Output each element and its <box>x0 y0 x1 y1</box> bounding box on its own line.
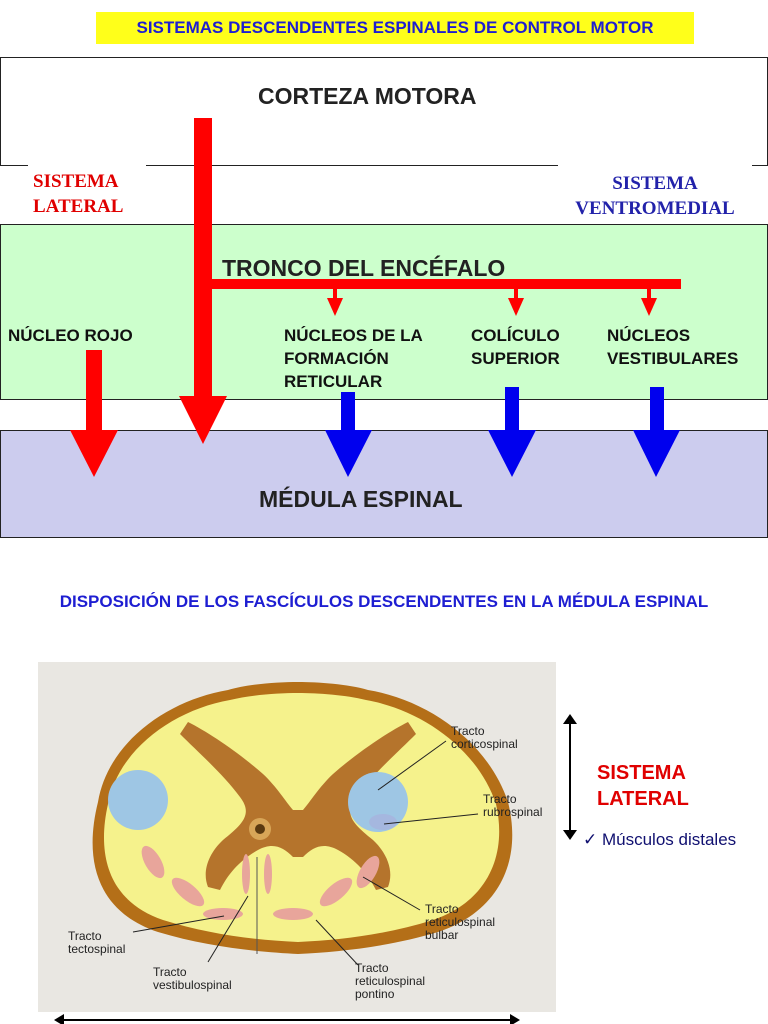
reticulospinal-pontino-area <box>273 908 313 920</box>
sistema-lateral-label: SISTEMA LATERAL <box>33 171 124 217</box>
formacion-reticular-label: NÚCLEOS DE LA FORMACIÓN RETICULAR <box>284 326 423 391</box>
medula-espinal-label: MÉDULA ESPINAL <box>259 486 463 512</box>
brainstem-branch-bar <box>211 279 681 289</box>
section-subtitle: DISPOSICIÓN DE LOS FASCÍCULOS DESCENDENT… <box>59 592 709 611</box>
tronco-encefalo-label: TRONCO DEL ENCÉFALO <box>222 255 506 281</box>
corteza-motora-box <box>0 57 768 166</box>
gray-matter <box>180 722 416 890</box>
lateral-range-arrow <box>563 714 577 840</box>
tectospinal-arrow <box>488 430 536 477</box>
spinal-cord-cross-section <box>92 682 513 966</box>
reticulospinal-arrow <box>325 430 372 477</box>
label-reticulospinal-pontino: Tracto reticulospinal pontino <box>355 961 426 1001</box>
label-rubrospinal: Tracto rubrospinal <box>483 792 543 819</box>
check-icon: ✓ <box>583 830 598 849</box>
branch-arrow-vestibular <box>641 298 657 316</box>
vestibulospinal-arrow <box>633 430 680 477</box>
cortex-main-arrowhead <box>179 396 227 444</box>
ventral-range-arrow <box>54 1014 520 1024</box>
corteza-motora-label: CORTEZA MOTORA <box>258 83 477 109</box>
cortex-main-shaft <box>194 118 212 408</box>
nucleos-vestibulares-label: NÚCLEOS VESTIBULARES <box>607 326 739 368</box>
label-tectospinal: Tracto tectospinal <box>68 929 126 956</box>
rubrospinal-arrow <box>70 430 118 477</box>
sistema-ventromedial-label: SISTEMA VENTROMEDIAL <box>575 173 735 219</box>
medula-espinal-box <box>0 430 768 538</box>
left-lateral-columns <box>108 770 168 830</box>
page-title: SISTEMAS DESCENDENTES ESPINALES DE CONTR… <box>96 12 694 44</box>
vestibulospinal-area <box>242 854 250 894</box>
branch-arrow-coliculo <box>508 298 524 316</box>
label-reticulospinal-bulbar: Tracto reticulospinal bulbar <box>425 902 496 942</box>
nucleo-rojo-label: NÚCLEO ROJO <box>8 326 133 345</box>
label-vestibulospinal: Tracto vestibulospinal <box>153 965 232 992</box>
musculos-distales-item: ✓ Músculos distales <box>583 830 737 849</box>
reticulospinal-bulbar-area <box>356 855 380 889</box>
rubrospinal-tract-area <box>369 814 397 830</box>
side-sistema-lateral-label: SISTEMA LATERAL <box>597 762 689 810</box>
label-corticospinal: Tracto corticospinal <box>451 724 518 751</box>
tronco-encefalo-box <box>0 224 768 400</box>
pathway-arrows <box>70 118 681 477</box>
branch-arrow-reticular <box>327 298 343 316</box>
coliculo-superior-label: COLÍCULO SUPERIOR <box>471 326 560 368</box>
